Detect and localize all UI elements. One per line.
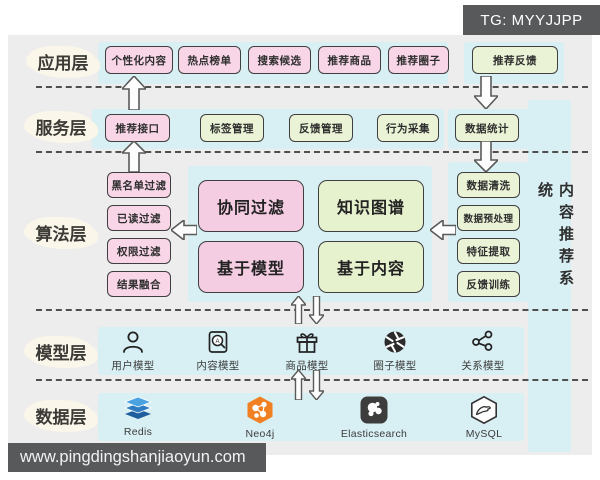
arrow-up-service-to-app xyxy=(122,76,146,110)
mysql-icon xyxy=(470,395,498,425)
algo-box-feedback-training: 反馈训练 xyxy=(457,271,520,297)
layer-label-data-text: 数据层 xyxy=(35,408,87,427)
algo-box-data-preprocess: 数据预处理 xyxy=(457,205,520,231)
tg-badge: TG: MYYJJPP xyxy=(463,5,600,35)
service-box-feedback-mgmt: 反馈管理 xyxy=(289,114,353,142)
algo-box-result-fusion: 结果融合 xyxy=(107,271,171,297)
model-item-circle: 圈子模型 xyxy=(365,329,425,373)
layer-label-data: 数据层 xyxy=(28,400,94,431)
model-item-user: 用户模型 xyxy=(103,329,163,373)
arrow-up-model-to-algo xyxy=(291,296,306,324)
app-box-feedback: 推荐反馈 xyxy=(472,46,558,74)
model-item-relation-label: 关系模型 xyxy=(461,360,505,372)
redis-icon xyxy=(123,396,153,419)
elasticsearch-icon xyxy=(360,396,388,424)
service-box-recommend-api: 推荐接口 xyxy=(105,114,170,142)
algo-box-content-based: 基于内容 xyxy=(318,241,424,293)
gift-icon xyxy=(296,333,318,353)
algo-box-collaborative-filtering: 协同过滤 xyxy=(198,180,304,232)
service-box-data-stats: 数据统计 xyxy=(455,114,519,142)
algo-box-data-cleaning: 数据清洗 xyxy=(457,172,520,198)
aperture-icon xyxy=(384,331,406,353)
algo-box-feature-extract: 特征提取 xyxy=(457,238,520,264)
model-item-circle-label: 圈子模型 xyxy=(373,360,417,372)
app-box-personalized: 个性化内容 xyxy=(105,46,173,74)
data-item-elasticsearch-label: Elasticsearch xyxy=(340,428,408,440)
share-icon xyxy=(472,330,493,351)
divider-algo-model xyxy=(36,309,588,311)
layer-label-algo: 算法层 xyxy=(28,217,94,248)
arrow-down-model-to-data xyxy=(309,370,324,400)
divider-app-service xyxy=(36,86,588,88)
algo-box-blacklist-filter: 黑名单过滤 xyxy=(107,172,171,198)
arrow-down-app-to-service xyxy=(474,76,498,109)
divider-service-algo xyxy=(36,151,588,153)
layer-label-app-text: 应用层 xyxy=(37,54,89,73)
model-item-content-label: 内容模型 xyxy=(196,360,240,372)
arrow-down-service-to-algo xyxy=(474,141,498,172)
algo-box-model-based: 基于模型 xyxy=(198,241,304,293)
arrow-left-center-to-filters xyxy=(171,220,197,240)
app-box-recommend-circles: 推荐圈子 xyxy=(388,46,449,74)
algo-box-permission-filter: 权限过滤 xyxy=(107,238,171,264)
algo-box-knowledge-graph: 知识图谱 xyxy=(318,180,424,232)
layer-label-service-text: 服务层 xyxy=(35,119,87,138)
data-item-redis: Redis xyxy=(103,395,173,438)
data-item-elasticsearch: Elasticsearch xyxy=(333,395,415,440)
model-item-circle-goods-label: 商品模型 xyxy=(285,360,329,372)
arrow-up-algo-to-service xyxy=(122,141,146,172)
data-item-mysql-label: MySQL xyxy=(465,428,503,440)
neo4j-icon xyxy=(247,396,273,424)
watermark-url: www.pingdingshanjiaoyun.com xyxy=(8,443,266,472)
data-layer-band xyxy=(98,393,524,441)
layer-label-algo-text: 算法层 xyxy=(35,225,87,244)
data-item-mysql: MySQL xyxy=(449,395,519,440)
user-icon xyxy=(123,331,143,353)
content-icon: A xyxy=(208,331,228,353)
app-box-recommend-goods: 推荐商品 xyxy=(318,46,381,74)
layer-label-model: 模型层 xyxy=(28,336,94,367)
model-item-relation: 关系模型 xyxy=(453,329,513,373)
app-box-hotlist: 热点榜单 xyxy=(178,46,241,74)
service-box-behavior-collect: 行为采集 xyxy=(377,114,439,142)
model-item-goods: 商品模型 xyxy=(277,329,337,373)
model-item-user-label: 用户模型 xyxy=(111,360,155,372)
data-item-neo4j-label: Neo4j xyxy=(245,428,275,440)
app-box-search-candidates: 搜索候选 xyxy=(248,46,311,74)
layer-label-service: 服务层 xyxy=(28,111,94,142)
arrow-up-data-to-model xyxy=(291,370,306,400)
data-item-neo4j: Neo4j xyxy=(225,395,295,440)
data-item-redis-label: Redis xyxy=(123,426,153,438)
layer-label-app: 应用层 xyxy=(30,46,96,77)
layer-label-model-text: 模型层 xyxy=(35,344,87,363)
model-layer-band xyxy=(98,327,524,375)
system-title: 内容推荐系统 xyxy=(536,182,573,292)
algo-box-read-filter: 已读过滤 xyxy=(107,205,171,231)
arrow-left-prep-to-center xyxy=(430,220,456,240)
service-box-tag-mgmt: 标签管理 xyxy=(200,114,264,142)
svg-text:A: A xyxy=(215,339,219,345)
model-item-content: A 内容模型 xyxy=(188,329,248,373)
system-side-band xyxy=(528,100,571,452)
divider-model-data xyxy=(36,379,588,381)
arrow-down-algo-to-model xyxy=(309,296,324,324)
